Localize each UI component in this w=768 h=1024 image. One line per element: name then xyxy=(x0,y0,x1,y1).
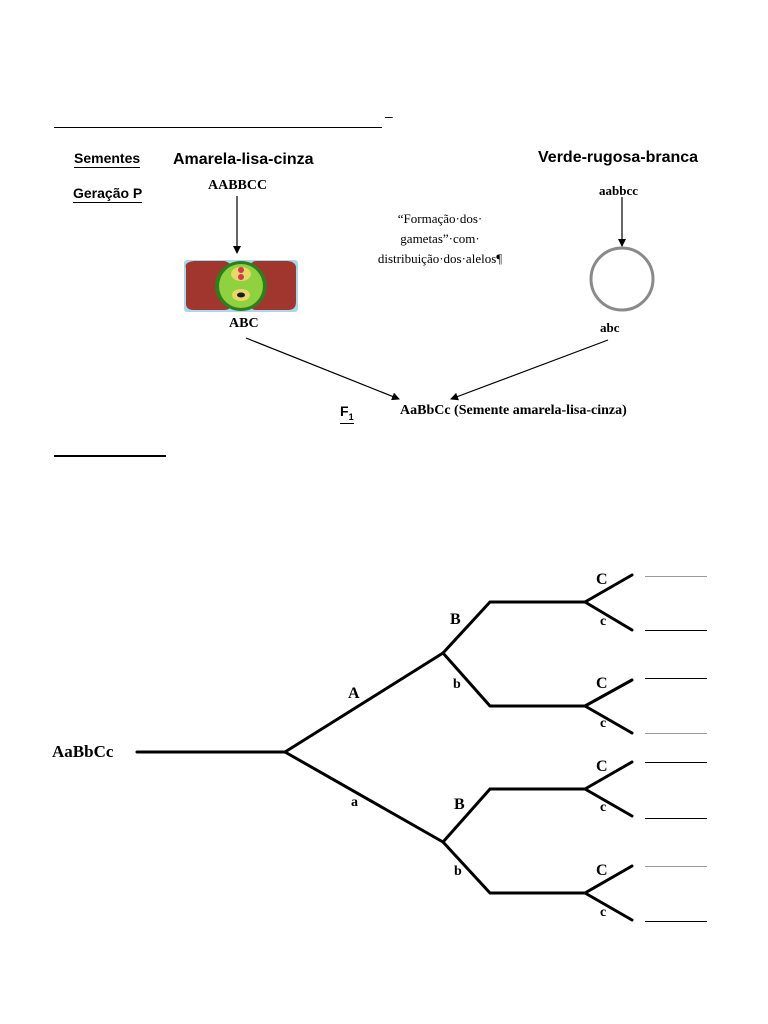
caption-line-2: gametas”·com· xyxy=(400,231,480,246)
branch-A-B xyxy=(441,600,587,655)
section-blank-line xyxy=(54,455,166,457)
fork-4-C xyxy=(583,864,634,895)
parent2-phenotype: Verde-rugosa-branca xyxy=(538,149,699,166)
tree-label-C-3: C xyxy=(596,758,608,775)
branching-tree-diagram xyxy=(135,573,634,922)
branch-A-b xyxy=(441,651,587,708)
answer-blank-8[interactable] xyxy=(645,921,707,922)
fork-2-c xyxy=(583,704,634,735)
branch-a-B xyxy=(441,787,587,844)
f1-label: F1 xyxy=(340,403,354,424)
branch-a xyxy=(283,750,445,844)
parent2-gamete: abc xyxy=(600,320,620,335)
tree-label-b-2: b xyxy=(454,864,462,879)
parent2-genotype: aabbcc xyxy=(599,183,638,198)
caption-line-1: “Formação·dos· xyxy=(397,211,483,226)
tree-label-a: a xyxy=(351,795,358,810)
parents-arrows-diagram xyxy=(233,196,655,401)
tree-label-B-1: B xyxy=(450,611,461,628)
f1-letter: F xyxy=(340,403,349,419)
gamete2-to-f1-arrow xyxy=(450,339,609,401)
answer-blank-6[interactable] xyxy=(645,818,707,819)
label-geracao-p: Geração P xyxy=(73,185,143,203)
parent1-genotype: AABBCC xyxy=(208,178,268,193)
f1-result: AaBbCc (Semente amarela-lisa-cinza) xyxy=(400,403,627,418)
tree-label-c-2: c xyxy=(600,716,607,731)
tree-label-B-2: B xyxy=(454,796,465,813)
tree-label-A: A xyxy=(348,685,360,702)
tree-label-c-1: c xyxy=(600,614,607,629)
answer-blank-5[interactable] xyxy=(645,762,707,763)
caption-line-3: distribuição·dos·alelos¶ xyxy=(377,251,503,266)
gamete1-to-f1-arrow xyxy=(245,337,400,401)
tree-label-C-2: C xyxy=(596,675,608,692)
parent1-gamete: ABC xyxy=(229,316,259,331)
answer-blank-2[interactable] xyxy=(645,630,707,631)
parent1-phenotype: Amarela-lisa-cinza xyxy=(173,151,314,168)
f1-subscript: 1 xyxy=(348,411,354,422)
gamete-formation-caption: “Formação·dos· gametas”·com· distribuiçã… xyxy=(350,209,530,269)
fork-3-c xyxy=(583,787,634,818)
title-blank-line xyxy=(54,127,382,128)
answer-blank-7[interactable] xyxy=(645,866,707,867)
answer-blank-1[interactable] xyxy=(645,576,707,577)
answer-blank-4[interactable] xyxy=(645,733,707,734)
answer-blank-3[interactable] xyxy=(645,678,707,679)
tree-label-C-1: C xyxy=(596,571,608,588)
title-dash: – xyxy=(385,108,393,124)
fork-1-C xyxy=(583,573,634,604)
tree-label-c-4: c xyxy=(600,905,607,920)
tree-root-genotype: AaBbCc xyxy=(52,742,114,761)
fork-1-c xyxy=(583,600,634,632)
plant-cell-icon xyxy=(184,260,298,312)
label-sementes: Sementes xyxy=(74,150,141,168)
tree-label-b-1: b xyxy=(453,677,461,692)
branch-a-b xyxy=(441,840,587,895)
empty-circle-icon xyxy=(589,246,655,312)
fork-2-C xyxy=(583,678,634,708)
fork-3-C xyxy=(583,760,634,791)
tree-label-C-4: C xyxy=(596,862,608,879)
tree-label-c-3: c xyxy=(600,800,607,815)
fork-4-c xyxy=(583,891,634,922)
branch-A xyxy=(283,651,445,754)
